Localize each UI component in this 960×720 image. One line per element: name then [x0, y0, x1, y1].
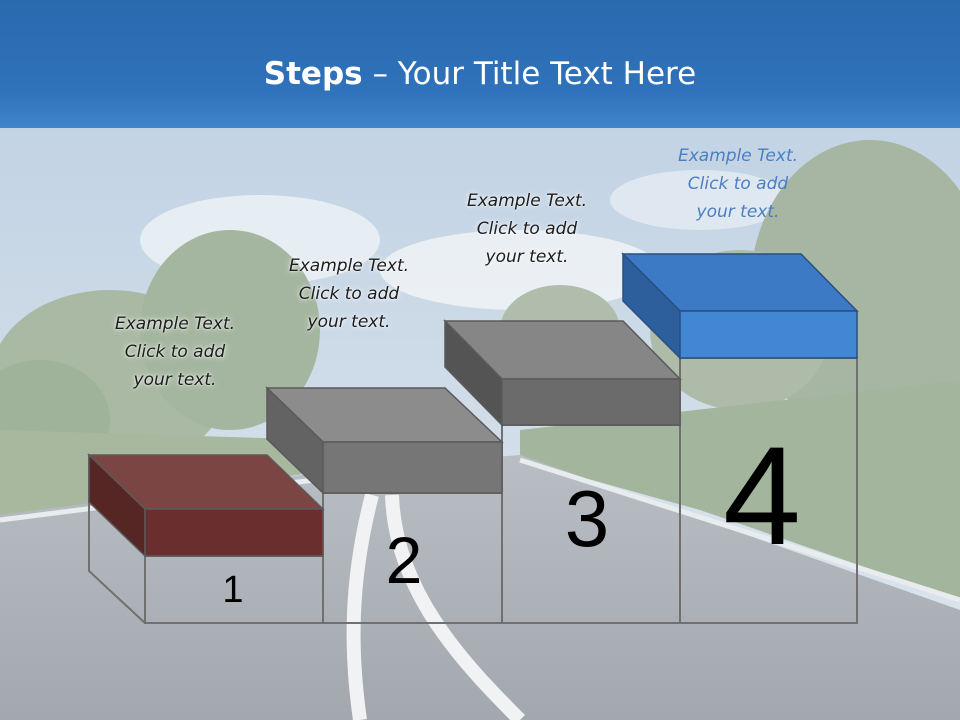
caption-line: your text. [696, 202, 780, 222]
step-2-block[interactable] [265, 386, 504, 495]
title-bold: Steps [263, 56, 363, 92]
caption-line: your text. [133, 370, 217, 390]
caption-line: Click to add [476, 219, 578, 239]
step-2-caption[interactable]: Example Text. Click to add your text. [259, 252, 439, 336]
step-1-number: 1 [222, 569, 244, 611]
step-3-caption[interactable]: Example Text. Click to add your text. [437, 187, 617, 271]
caption-line: Example Text. [288, 256, 410, 276]
caption-line: Click to add [687, 174, 789, 194]
step-1-caption[interactable]: Example Text. Click to add your text. [85, 310, 265, 394]
slide-title[interactable]: Steps – Your Title Text Here [0, 56, 960, 92]
title-rest: – Your Title Text Here [362, 56, 697, 92]
step-4-block[interactable] [621, 252, 859, 360]
step-3-number: 3 [564, 474, 610, 563]
caption-line: Click to add [124, 342, 226, 362]
caption-line: Example Text. [114, 314, 236, 334]
caption-line: your text. [485, 247, 569, 267]
step-2-number: 2 [385, 523, 423, 597]
caption-line: Example Text. [466, 191, 588, 211]
step-4-number: 4 [723, 417, 801, 574]
title-bar [0, 0, 960, 128]
caption-line: Example Text. [677, 146, 799, 166]
step-1-block[interactable] [87, 453, 325, 558]
step-4-caption[interactable]: Example Text. Click to add your text. [648, 142, 828, 226]
caption-line: Click to add [298, 284, 400, 304]
caption-line: your text. [307, 312, 391, 332]
step-3-block[interactable] [443, 319, 682, 427]
